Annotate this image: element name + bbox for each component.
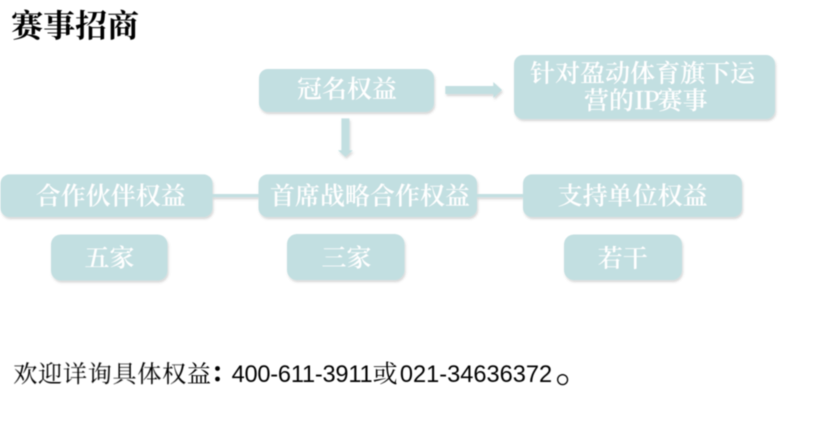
svg-text:021-34636372: 021-34636372: [400, 362, 552, 388]
svg-text:400-611-3911: 400-611-3911: [232, 362, 373, 388]
